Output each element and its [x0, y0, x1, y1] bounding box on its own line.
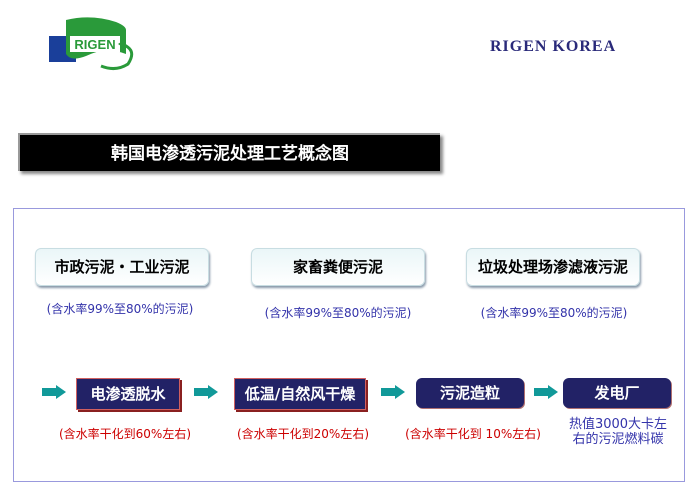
step-electroosmosis: 电渗透脱水: [76, 378, 180, 410]
step-note: 热值3000大卡左右的污泥燃料碳: [568, 417, 668, 447]
step-note: (含水率干化到 10%左右): [405, 427, 541, 441]
arrow-right-icon: [42, 385, 66, 399]
source-note: (含水率99%至80%的污泥): [46, 302, 194, 316]
diagram-frame: [13, 208, 685, 482]
arrow-right-icon: [534, 385, 558, 399]
source-municipal-industrial: 市政污泥・工业污泥: [35, 248, 209, 286]
arrow-right-icon: [194, 385, 218, 399]
step-power-plant: 发电厂: [563, 378, 671, 408]
page-title: 韩国电渗透污泥处理工艺概念图: [18, 133, 440, 171]
source-landfill-leachate: 垃圾处理场渗滤液污泥: [466, 248, 640, 286]
rigen-logo: RIGEN: [49, 17, 134, 71]
step-note: (含水率干化到60%左右): [58, 427, 192, 441]
arrow-right-icon: [381, 385, 405, 399]
step-note: (含水率干化到20%左右): [236, 427, 370, 441]
source-livestock: 家畜粪便污泥: [251, 248, 425, 286]
svg-text:RIGEN: RIGEN: [74, 37, 115, 52]
source-note: (含水率99%至80%的污泥): [264, 306, 412, 320]
source-note: (含水率99%至80%的污泥): [480, 306, 628, 320]
step-drying: 低温/自然风干燥: [234, 378, 366, 410]
step-granulation: 污泥造粒: [416, 378, 524, 408]
brand-name: RIGEN KOREA: [490, 38, 617, 55]
